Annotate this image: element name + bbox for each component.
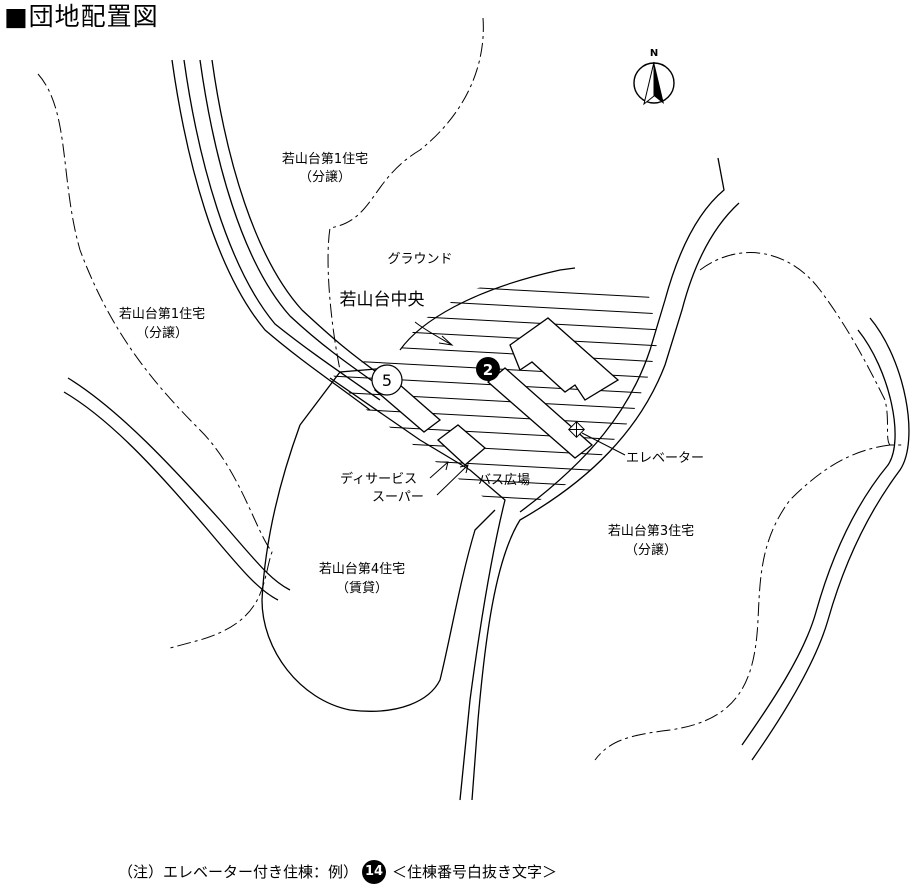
ground-label: グラウンド [387,252,452,267]
elevator-label: エレベーター [626,451,704,466]
road-central [261,377,506,801]
building-marker-2: 2 [476,357,500,381]
building-number-5: 5 [382,371,392,390]
page-title: ■団地配置図 [4,2,159,31]
supermarket-label: スーパー [372,490,424,505]
bus-plaza-label: バス広場 [478,473,530,488]
elevator-icon [568,421,585,438]
leader-supermarket-arrow [459,464,469,474]
central-area-outline [399,267,576,351]
day-service-label: ディサービス [340,471,417,487]
area-label-1-west: 若山台第1住宅 [119,306,205,322]
road-southwest [63,377,291,601]
leader-day-service-arrow [440,461,449,471]
legend-note: （注）エレベーター付き住棟：例） 14 ＜住棟番号白抜き文字＞ [118,860,557,884]
north-arrow-icon: N [633,48,675,106]
compass-label: N [650,48,658,59]
road-east [471,157,740,801]
leader-center-arrow [438,335,454,346]
leader-center [414,321,453,346]
leader-supermarket [436,464,469,496]
area-sublabel-1-north: （分譲） [299,169,351,185]
site-boundaries [37,17,905,761]
area-label-1-north: 若山台第1住宅 [282,151,368,167]
area-sublabel-3: （分譲） [625,542,677,558]
facility-day-service-building [436,424,487,466]
road-west [171,59,397,426]
building-number-2: 2 [483,361,493,379]
note-suffix: ＜住棟番号白抜き文字＞ [392,863,558,881]
area-sublabel-1-west: （分譲） [136,325,188,341]
leader-elevator [581,432,626,456]
leader-day-service [429,461,449,479]
note-prefix: （注）エレベーター付き住棟：例） [118,863,359,881]
building-complex-north [509,317,620,401]
example-building-badge: 14 [362,860,387,884]
center-label: 若山台中央 [340,290,425,310]
area-sublabel-4: （賃貸） [336,580,388,596]
building-marker-5: 5 [371,364,403,396]
road-far-east [741,317,910,761]
area-label-4: 若山台第4住宅 [319,561,405,577]
area-label-3: 若山台第3住宅 [608,523,694,539]
